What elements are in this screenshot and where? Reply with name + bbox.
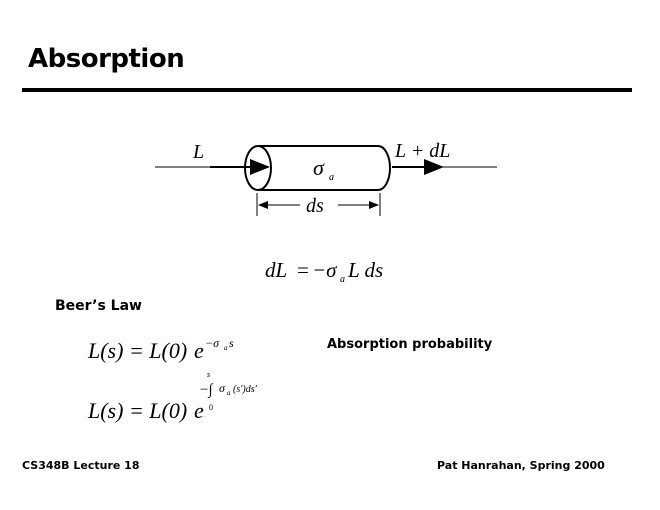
svg-text:s: s	[229, 336, 234, 350]
incoming-radiance-label: L	[192, 141, 204, 163]
svg-text:=: =	[297, 258, 309, 282]
svg-text:a: a	[340, 274, 345, 285]
svg-text:L(s) = L(0): L(s) = L(0)	[87, 338, 187, 363]
footer-course: CS348B Lecture 18	[22, 459, 140, 472]
svg-text:0: 0	[209, 403, 213, 412]
beer-law-equation-constant: L(s) = L(0) e −σ a s	[87, 336, 234, 363]
svg-text:L ds: L ds	[347, 258, 383, 282]
section-heading: Beer’s Law	[55, 298, 142, 314]
svg-text:a: a	[227, 389, 231, 397]
svg-text:−σ: −σ	[312, 258, 338, 282]
svg-text:e: e	[194, 338, 204, 363]
svg-text:−∫: −∫	[200, 382, 214, 398]
footer-author: Pat Hanrahan, Spring 2000	[437, 459, 605, 472]
svg-text:e: e	[194, 398, 204, 423]
absorption-coefficient-subscript: a	[329, 172, 334, 183]
absorption-probability-label: Absorption probability	[327, 337, 493, 352]
svg-text:L(s) = L(0): L(s) = L(0)	[87, 398, 187, 423]
differential-equation: dL = −σ a L ds	[265, 258, 383, 285]
outgoing-radiance-label: L + dL	[394, 140, 450, 162]
cylinder-medium	[244, 145, 391, 191]
length-dimension	[256, 193, 381, 216]
slide-title: Absorption	[28, 44, 185, 74]
length-label: ds	[306, 195, 324, 217]
svg-text:dL: dL	[265, 258, 287, 282]
absorption-coefficient-symbol: σ	[313, 155, 325, 180]
svg-text:s: s	[207, 370, 210, 379]
svg-text:(s′)ds′: (s′)ds′	[233, 384, 258, 395]
svg-text:σ: σ	[219, 381, 226, 395]
svg-text:a: a	[224, 344, 228, 352]
svg-text:−σ: −σ	[205, 336, 220, 350]
beer-law-equation-integral: L(s) = L(0) e s −∫ 0 σ a (s′)ds′	[87, 370, 258, 423]
title-divider	[22, 88, 632, 92]
